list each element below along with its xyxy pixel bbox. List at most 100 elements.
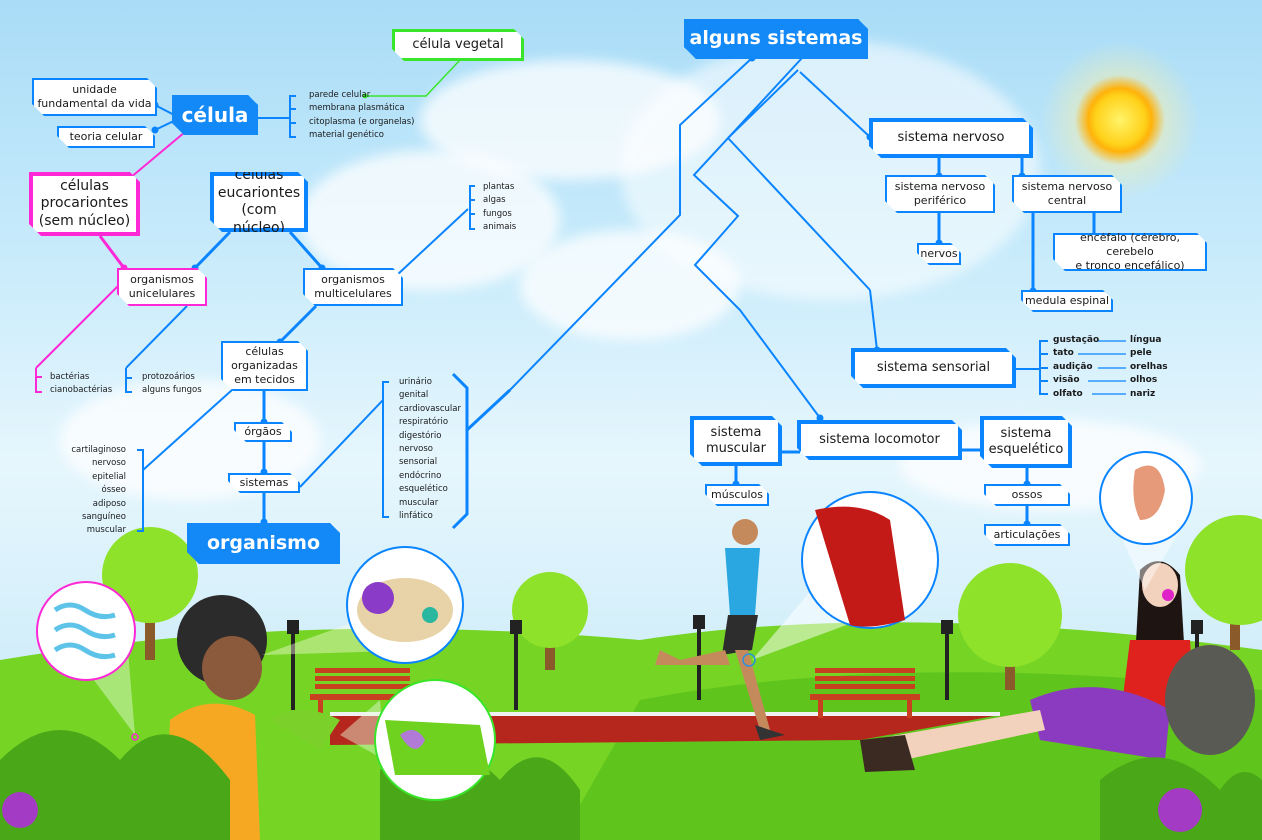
flower-icon: [1158, 788, 1202, 832]
lamp-post-icon: [287, 620, 299, 710]
central-nervous-node: sistema nervoso central: [1012, 175, 1122, 213]
grass-hill-front: [560, 672, 1262, 840]
list-item: epitelial: [92, 471, 126, 482]
cell-title-node: célula: [172, 95, 258, 135]
prokaryote-examples-list: bactérias cianobactérias: [50, 371, 112, 398]
systems-node: sistemas: [228, 473, 300, 493]
list-item: fungos: [483, 208, 512, 219]
list-item: cartilaginoso: [71, 445, 126, 455]
sense-organ-item: olhos: [1130, 375, 1158, 386]
tissue-types-list: cartilaginoso nervoso epitelial ósseo ad…: [56, 444, 126, 538]
girl-figure: [860, 561, 1255, 772]
multicellular-examples-list: plantas algas fungos animais: [483, 181, 516, 235]
tree-icon: [512, 572, 588, 670]
sense-organ-item: nariz: [1130, 388, 1156, 399]
prokaryotes-node: células procariontes (sem núcleo): [29, 172, 140, 236]
list-item: ósseo: [101, 485, 127, 496]
sense-item: gustação: [1053, 335, 1100, 345]
sense-item: olfato: [1053, 388, 1083, 399]
sense-item: visão: [1053, 375, 1080, 386]
system-types-list: urinário genital cardiovascular respirat…: [399, 376, 461, 523]
list-item: adiposo: [92, 498, 126, 509]
unicellular-node: organismos unicelulares: [117, 268, 207, 306]
multicellular-node: organismos multicelulares: [303, 268, 403, 306]
joints-node: articulações: [984, 524, 1070, 546]
list-item: alguns fungos: [142, 385, 202, 396]
list-item: nervoso: [399, 444, 433, 455]
list-item: nervoso: [92, 458, 126, 469]
list-item: genital: [399, 390, 429, 401]
running-track: [330, 715, 1000, 745]
list-item: cianobactérias: [50, 385, 113, 396]
cell-component: citoplasma (e organelas): [309, 116, 415, 127]
list-item: bactérias: [50, 372, 90, 382]
bones-node: ossos: [984, 484, 1070, 506]
sense-organ-item: pele: [1130, 348, 1152, 359]
nerves-node: nervos: [917, 243, 961, 265]
organism-title-node: organismo: [187, 523, 340, 564]
muscular-system-node: sistema muscular: [690, 416, 782, 466]
spinal-cord-node: medula espinal: [1021, 290, 1113, 312]
sense-organ-item: língua: [1130, 335, 1162, 345]
tree-icon: [102, 527, 198, 660]
foreground-plants: [0, 730, 230, 840]
list-item: linfático: [399, 511, 433, 522]
lamp-post-icon: [693, 615, 705, 700]
track-edge: [330, 712, 1000, 716]
animal-cell-zoom-circle: [262, 546, 464, 664]
sense-item: tato: [1053, 348, 1074, 359]
list-item: esquelético: [399, 484, 448, 495]
foreground-plants: [380, 747, 580, 840]
cell-component: parede celular: [309, 90, 371, 100]
lamp-post-icon: [1191, 620, 1203, 690]
sense-organ-item: orelhas: [1130, 361, 1168, 372]
cell-components-list: parede celular membrana plasmática citop…: [309, 89, 414, 143]
list-item: endócrino: [399, 470, 442, 481]
list-item: urinário: [399, 377, 432, 387]
list-item: sensorial: [399, 457, 438, 468]
locomotor-system-node: sistema locomotor: [797, 420, 962, 460]
organs-node: órgãos: [234, 422, 292, 442]
list-item: muscular: [399, 497, 439, 508]
skeletal-system-node: sistema esquelético: [980, 416, 1072, 468]
definition-node-cell-theory: teoria celular: [57, 126, 155, 148]
bench-icon: [310, 668, 415, 716]
some-systems-title-node: alguns sistemas: [684, 19, 868, 59]
cloud: [620, 40, 1040, 300]
list-item: digestório: [399, 430, 442, 441]
protozoa-zoom-circle: [36, 581, 139, 741]
tree-icon: [1185, 515, 1262, 650]
list-item: protozoários: [142, 372, 195, 382]
muscles-node: músculos: [705, 484, 769, 506]
peripheral-nervous-node: sistema nervoso periférico: [885, 175, 995, 213]
muscle-zoom-circle: [742, 491, 939, 667]
unicellular-eukaryote-list: protozoários alguns fungos: [142, 371, 202, 398]
foreground-plants: [1100, 757, 1262, 840]
lamp-post-icon: [510, 620, 522, 710]
list-item: plantas: [483, 182, 515, 192]
sense-item: audição: [1053, 361, 1093, 372]
list-item: cardiovascular: [399, 403, 461, 414]
grass-hill: [0, 622, 1262, 840]
nervous-system-node: sistema nervoso: [869, 118, 1033, 158]
boy-figure: [165, 595, 340, 840]
sun-icon: [1040, 40, 1200, 200]
senses-list: gustação tato audição visão olfato: [1053, 334, 1099, 401]
plant-cell-zoom-circle: [340, 679, 496, 801]
list-item: sanguíneo: [82, 512, 126, 523]
cell-component: material genético: [309, 130, 384, 141]
flower-icon: [2, 792, 38, 828]
cell-component: membrana plasmática: [309, 103, 405, 114]
tree-icon: [958, 563, 1062, 690]
tissues-node: células organizadas em tecidos: [221, 341, 308, 391]
sense-organs-list: língua pele orelhas olhos nariz: [1130, 334, 1168, 401]
list-item: animais: [483, 222, 517, 233]
sensory-system-node: sistema sensorial: [851, 348, 1016, 388]
list-item: algas: [483, 195, 506, 206]
eukaryotes-node: células eucariontes (com núcleo): [210, 172, 308, 232]
list-item: muscular: [86, 525, 126, 536]
runner-figure: [655, 519, 785, 740]
list-item: respiratório: [399, 417, 449, 428]
bench-icon: [810, 668, 920, 718]
